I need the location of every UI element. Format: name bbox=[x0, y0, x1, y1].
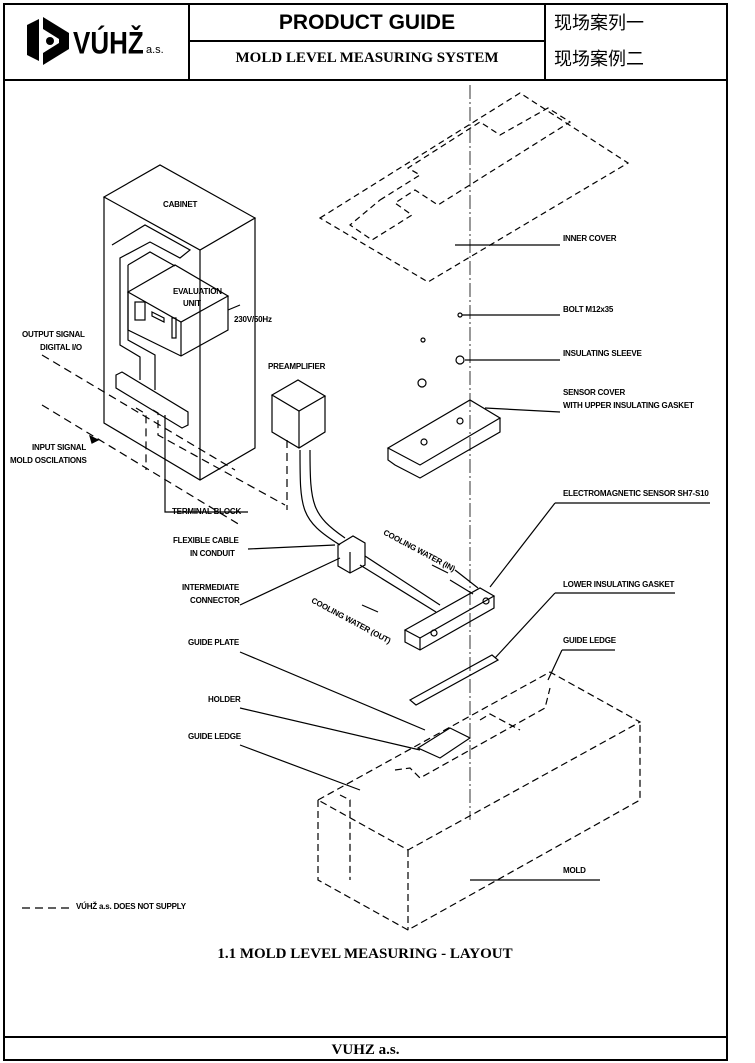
doc-subtitle: MOLD LEVEL MEASURING SYSTEM bbox=[235, 50, 499, 66]
label-preamplifier: PREAMPLIFIER bbox=[268, 362, 326, 371]
inner-cover bbox=[318, 92, 630, 283]
signal-lines bbox=[41, 354, 288, 526]
svg-text:a.s.: a.s. bbox=[146, 44, 164, 56]
insulating-sleeve bbox=[455, 355, 465, 365]
label-evaluation-unit-2: UNIT bbox=[183, 299, 201, 308]
lower-gasket bbox=[408, 654, 500, 706]
cabinet bbox=[102, 164, 257, 481]
label-holder: HOLDER bbox=[208, 695, 241, 704]
label-input-signal: INPUT SIGNAL bbox=[32, 443, 87, 452]
header: VÚHŽ a.s. PRODUCT GUIDE MOLD LEVEL MEASU… bbox=[3, 3, 728, 81]
case-link-2[interactable]: 现场案例二 bbox=[554, 49, 644, 69]
label-guide-ledge-left: GUIDE LEDGE bbox=[188, 732, 241, 741]
mold bbox=[316, 671, 642, 931]
label-output-signal-2: DIGITAL I/O bbox=[40, 343, 82, 352]
label-connector: INTERMEDIATE bbox=[182, 583, 240, 592]
intermediate-connector bbox=[337, 535, 441, 613]
label-mold: MOLD bbox=[563, 866, 586, 875]
preamplifier bbox=[270, 379, 346, 546]
label-connector-2: CONNECTOR bbox=[190, 596, 240, 605]
label-output-signal: OUTPUT SIGNAL bbox=[22, 330, 85, 339]
label-cabinet: CABINET bbox=[163, 200, 198, 209]
sensor bbox=[403, 569, 496, 651]
holder bbox=[416, 727, 472, 759]
label-input-signal-2: MOLD OSCILATIONS bbox=[10, 456, 87, 465]
case-link-1[interactable]: 现场案列一 bbox=[554, 13, 644, 33]
logo: VÚHŽ a.s. bbox=[3, 3, 190, 79]
label-lower-gasket: LOWER INSULATING GASKET bbox=[563, 580, 675, 589]
label-bolt: BOLT M12x35 bbox=[563, 305, 614, 314]
label-flexible-cable: FLEXIBLE CABLE bbox=[173, 536, 239, 545]
page-frame bbox=[3, 3, 728, 1061]
label-sensor: ELECTROMAGNETIC SENSOR SH7-S10 bbox=[563, 489, 709, 498]
case-links: 现场案列一 现场案例二 bbox=[546, 3, 728, 79]
cooling-out-arrow bbox=[361, 604, 379, 613]
figure-caption: 1.1 MOLD LEVEL MEASURING - LAYOUT bbox=[217, 946, 513, 962]
label-evaluation-unit: EVALUATION bbox=[173, 287, 222, 296]
legend-text: VÚHŽ a.s. DOES NOT SUPPLY bbox=[76, 902, 186, 911]
label-guide-plate: GUIDE PLATE bbox=[188, 638, 239, 647]
input-arrow bbox=[89, 434, 100, 444]
svg-text:VÚHŽ: VÚHŽ bbox=[73, 24, 144, 61]
label-terminal-block: TERMINAL BLOCK bbox=[172, 507, 242, 516]
label-sensor-cover-2: WITH UPPER INSULATING GASKET bbox=[563, 401, 694, 410]
vuhz-logo-icon: VÚHŽ a.s. bbox=[27, 17, 164, 65]
label-guide-ledge-right: GUIDE LEDGE bbox=[563, 636, 616, 645]
label-flexible-cable-2: IN CONDUIT bbox=[190, 549, 235, 558]
doc-title: PRODUCT GUIDE bbox=[190, 3, 544, 42]
cooling-in-arrow bbox=[431, 564, 449, 574]
footer: VUHZ a.s. bbox=[3, 1036, 728, 1060]
label-power: 230V/50Hz bbox=[234, 315, 272, 324]
title-block: PRODUCT GUIDE MOLD LEVEL MEASURING SYSTE… bbox=[190, 3, 546, 79]
label-sensor-cover: SENSOR COVER bbox=[563, 388, 626, 397]
label-insulating-sleeve: INSULATING SLEEVE bbox=[563, 349, 642, 358]
sensor-cover bbox=[386, 399, 502, 479]
bolt bbox=[457, 312, 463, 318]
label-inner-cover: INNER COVER bbox=[563, 234, 617, 243]
